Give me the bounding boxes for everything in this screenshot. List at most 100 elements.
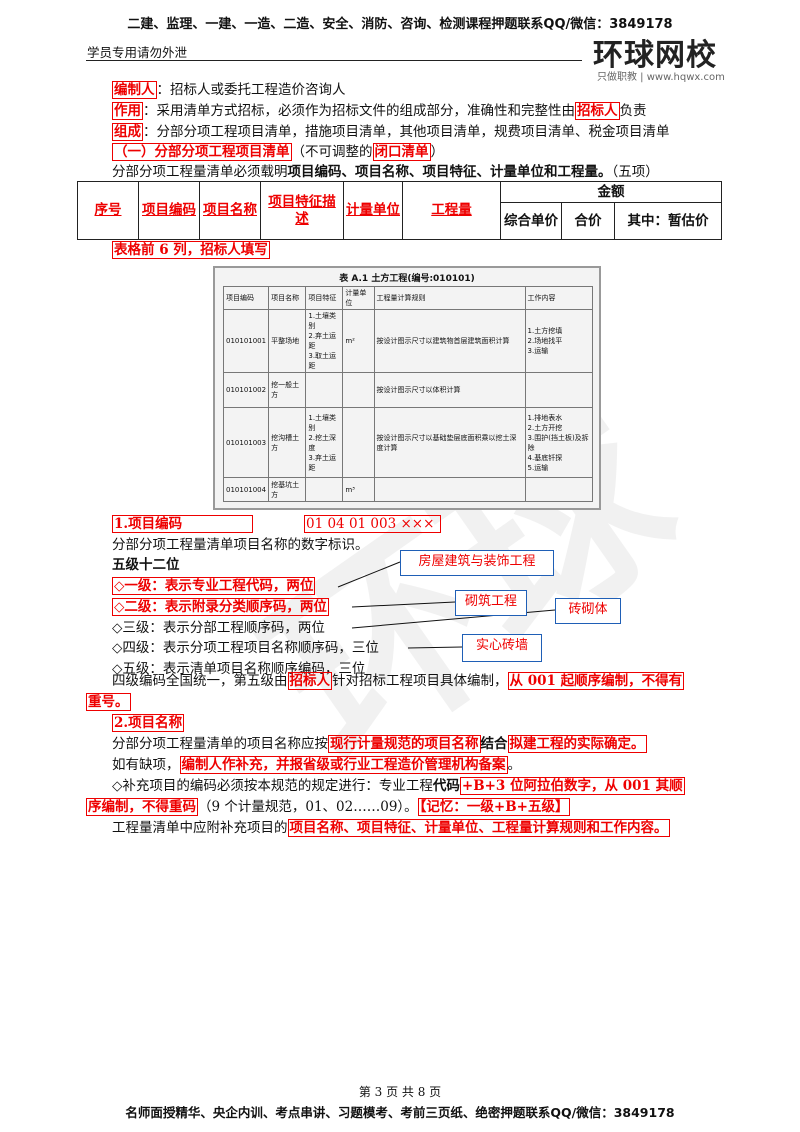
scan-cell: 挖一般土方 xyxy=(268,372,307,408)
text: 针对招标工程项目具体编制， xyxy=(332,673,508,689)
code-description: 分部分项工程量清单项目名称的数字标识。 xyxy=(112,537,369,553)
keyword: 项目名称、项目特征、计量单位、工程量计算规则和工作内容。 xyxy=(287,819,670,837)
header-divider xyxy=(86,60,582,61)
header-note: 学员专用请勿外泄 xyxy=(87,45,188,60)
note-first-six: 表格前 6 列，招标人填写 xyxy=(112,240,270,260)
callout-brick: 砖砌体 xyxy=(555,598,621,624)
col-amount: 金额 xyxy=(500,181,722,203)
intro-line-4: （一）分部分项工程项目清单（不可调整的闭口清单） xyxy=(112,142,444,162)
keyword: 序编制，不得重码 xyxy=(86,798,198,816)
text: ◇补充项目的编码必须按本规范的规定进行：专业工程 xyxy=(112,778,433,794)
keyword: +B+3 位阿拉伯数字，从 001 其顺 xyxy=(459,777,685,795)
keyword: 拟建工程的实际确定。 xyxy=(507,735,647,753)
header-contact: 二建、监理、一建、一造、二造、安全、消防、咨询、检测课程押题联系QQ/微信：38… xyxy=(127,17,673,32)
keyword: 现行计量规范的项目名称 xyxy=(328,735,481,753)
callout-solid-brick-wall: 实心砖墙 xyxy=(462,634,542,662)
keyword: 组成 xyxy=(112,123,143,141)
col-provisional: 其中：暂估价 xyxy=(614,202,722,240)
scanned-table-image: 表 A.1 土方工程(编号:010101) 项目编码 项目名称 项目特征 计量单… xyxy=(213,266,601,510)
page-number: 第 3 页 共 8 页 xyxy=(358,1085,442,1099)
scan-cell: 1.土壤类别 2.弃土运距 3.取土运距 xyxy=(305,309,344,373)
scan-cell xyxy=(305,372,344,408)
text: ） xyxy=(430,144,445,160)
supplement-rule-2: 序编制，不得重码（9 个计量规范，01、02……09）。【记忆：一级+B+五级】 xyxy=(86,797,571,817)
code-rule-2: 重号。 xyxy=(86,692,131,712)
level-text: ◇一级：表示专业工程代码，两位 xyxy=(112,577,316,595)
text-bold: 代码 xyxy=(432,778,460,794)
text: 。 xyxy=(507,757,522,773)
logo: 环球网校 xyxy=(593,38,717,73)
code-value: 01 04 01 003 ××× xyxy=(304,515,442,533)
text: 工程量清单中应附补充项目的 xyxy=(112,820,288,836)
col-index: 序号 xyxy=(77,181,139,240)
text: ：招标人或委托工程造价咨询人 xyxy=(156,82,346,98)
col-unit: 计量单位 xyxy=(343,181,403,240)
scan-cell: 按设计图示尺寸以基础垫层底面积乘以挖土深度计算 xyxy=(373,407,526,478)
keyword: 招标人 xyxy=(575,102,620,120)
bill-header-table: 序号 项目编码 项目名称 项目特征描述 计量单位 工程量 金额 综合单价 合价 … xyxy=(77,181,722,240)
levels-title: 五级十二位 xyxy=(112,557,180,573)
text: 如有缺项， xyxy=(112,757,180,773)
earthwork-table: 项目编码 项目名称 项目特征 计量单位 工程量计算规则 工作内容 0101010… xyxy=(222,286,594,502)
callout-masonry: 砌筑工程 xyxy=(455,590,527,616)
scan-cell: 1.排地表水 2.土方开挖 3.围护(挡土板)及拆除 4.基底钎探 5.运输 xyxy=(524,407,594,478)
scan-cell: 010101001 xyxy=(222,309,270,373)
intro-line-5: 分部分项工程量清单必须载明项目编码、项目名称、项目特征、计量单位和工程量。（五项… xyxy=(112,162,659,182)
section-name-title: 2.项目名称 xyxy=(112,713,185,733)
scan-cell: 1.土壤类别 2.挖土深度 3.弃土运距 xyxy=(305,407,344,478)
intro-line-2: 作用：采用清单方式招标，必须作为招标文件的组成部分，准确性和完整性由招标人负责 xyxy=(112,101,647,121)
level-2: ◇二级：表示附录分类顺序码，两位 xyxy=(112,597,329,617)
text: ：采用清单方式招标，必须作为招标文件的组成部分，准确性和完整性由 xyxy=(143,103,575,119)
text: 负责 xyxy=(619,103,647,119)
keyword: 从 001 起顺序编制，不得有 xyxy=(507,672,685,690)
section-code-title: 1.项目编码 xyxy=(112,514,254,534)
code-example: 01 04 01 003 ××× xyxy=(304,514,442,534)
name-rule-1: 分部分项工程量清单的项目名称应按现行计量规范的项目名称结合拟建工程的实际确定。 xyxy=(112,734,647,754)
keyword: 【记忆：一级+B+五级】 xyxy=(417,798,571,816)
name-rule-2: 如有缺项，编制人作补充，并报省级或行业工程造价管理机构备案。 xyxy=(112,755,521,775)
col-total: 合价 xyxy=(561,202,615,240)
section-title: 2.项目名称 xyxy=(112,714,185,732)
section-title: 1.项目编码 xyxy=(112,515,254,533)
scan-cell: m³ xyxy=(342,477,375,502)
footer-contact: 名师面授精华、央企内训、考点串讲、习题模考、考前三页纸、绝密押题联系QQ/微信：… xyxy=(125,1105,675,1120)
text-bold: 结合 xyxy=(480,736,508,752)
keyword: 编制人 xyxy=(112,81,157,99)
level-3: ◇三级：表示分部工程顺序码，两位 xyxy=(112,620,325,636)
text-bold: 项目编码、项目名称、项目特征、计量单位和工程量。 xyxy=(287,164,612,180)
text: （不可调整的 xyxy=(291,144,373,160)
scan-cell xyxy=(524,477,594,502)
text: 分部分项工程量清单的项目名称应按 xyxy=(112,736,328,752)
keyword: 重号。 xyxy=(86,693,131,711)
level-4: ◇四级：表示分项工程项目名称顺序码，三位 xyxy=(112,640,379,656)
keyword: 作用 xyxy=(112,102,143,120)
scan-header: 项目编码 xyxy=(222,286,270,310)
col-unit-price: 综合单价 xyxy=(500,202,562,240)
intro-line-3: 组成：分部分项工程项目清单，措施项目清单，其他项目清单，规费项目清单、税金项目清… xyxy=(112,122,670,142)
scan-caption: 表 A.1 土方工程(编号:010101) xyxy=(339,274,475,284)
supplement-rule-3: 工程量清单中应附补充项目的项目名称、项目特征、计量单位、工程量计算规则和工作内容… xyxy=(112,818,670,838)
level-1: ◇一级：表示专业工程代码，两位 xyxy=(112,576,316,596)
keyword: 招标人 xyxy=(287,672,332,690)
text: （9 个计量规范，01、02……09）。 xyxy=(198,799,418,815)
text: ：分部分项工程项目清单，措施项目清单，其他项目清单，规费项目清单、税金项目清单 xyxy=(143,124,670,140)
keyword: （一）分部分项工程项目清单 xyxy=(112,143,292,161)
col-name: 项目名称 xyxy=(199,181,261,240)
level-5: ◇五级：表示清单项目名称顺序编码，三位 xyxy=(112,661,366,677)
keyword: 编制人作补充，并报省级或行业工程造价管理机构备案 xyxy=(179,756,508,774)
scan-cell xyxy=(342,407,375,478)
text: 分部分项工程量清单必须载明 xyxy=(112,164,288,180)
supplement-rule-1: ◇补充项目的编码必须按本规范的规定进行：专业工程代码+B+3 位阿拉伯数字，从 … xyxy=(112,776,685,796)
logo-subtitle: 只做职教 | www.hqwx.com xyxy=(597,72,725,83)
scan-cell: 挖基坑土方 xyxy=(268,477,307,502)
level-text: ◇二级：表示附录分类顺序码，两位 xyxy=(112,598,329,616)
code-rule-1: 四级编码全国统一，第五级由招标人针对招标工程项目具体编制，从 001 起顺序编制… xyxy=(112,671,685,691)
text: （五项） xyxy=(611,164,659,180)
scan-cell xyxy=(524,372,594,408)
text: 四级编码全国统一，第五级由 xyxy=(112,673,288,689)
col-code: 项目编码 xyxy=(138,181,200,240)
scan-cell xyxy=(305,477,344,502)
callout-building: 房屋建筑与装饰工程 xyxy=(400,550,554,576)
intro-line-1: 编制人：招标人或委托工程造价咨询人 xyxy=(112,80,346,100)
keyword: 闭口清单 xyxy=(372,143,431,161)
